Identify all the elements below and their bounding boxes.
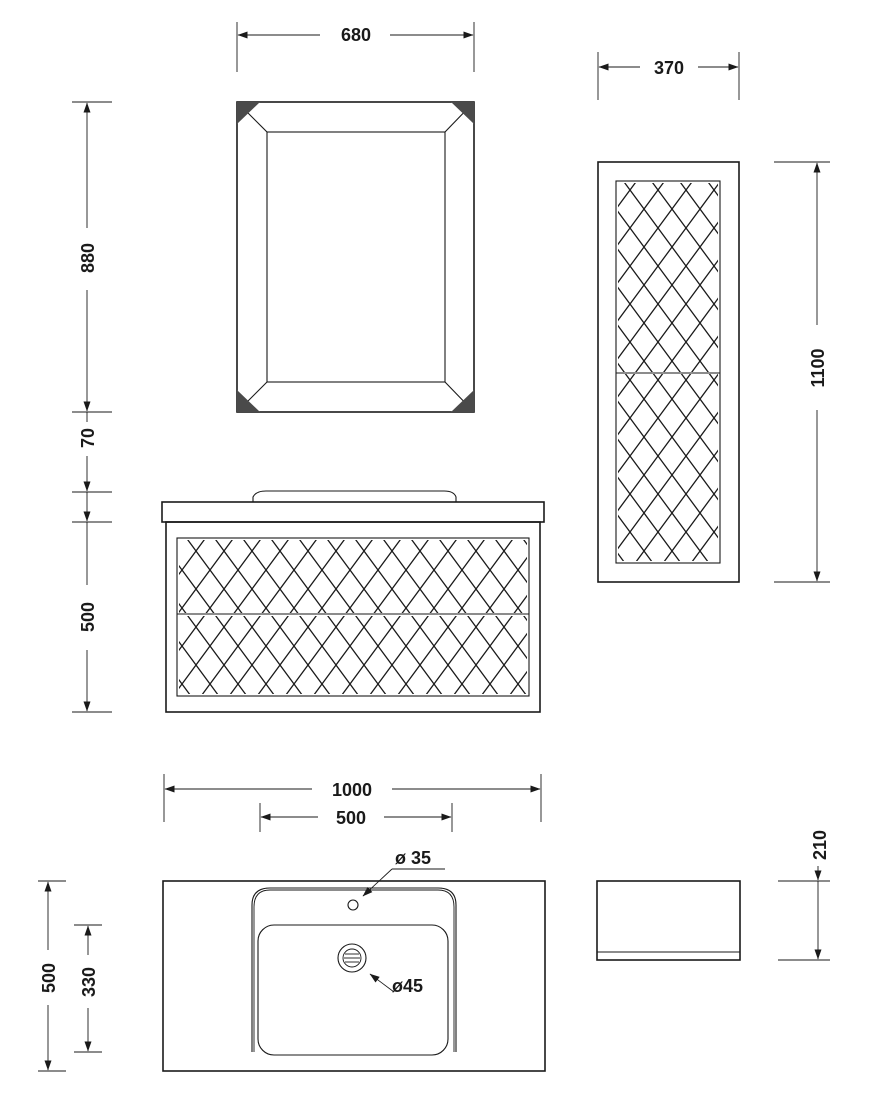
dim-column-width: 370 <box>597 52 740 100</box>
drain-icon <box>337 943 367 973</box>
dim-label: 500 <box>39 963 59 993</box>
dim-left-chain: 880 70 500 <box>72 101 112 713</box>
dim-basin-depth: 500 <box>38 880 66 1072</box>
dim-label: 1100 <box>808 348 828 387</box>
dim-label: 330 <box>79 967 99 997</box>
dim-label: 880 <box>78 243 98 273</box>
dim-label: 680 <box>341 25 371 45</box>
dim-label: 210 <box>810 830 830 860</box>
basin-side-view <box>596 880 741 961</box>
dim-label: 500 <box>336 808 366 828</box>
dim-mirror-width: 680 <box>236 22 475 72</box>
dim-tap-hole: ø 35 <box>362 848 445 897</box>
dim-label: 500 <box>78 602 98 632</box>
dim-column-height: 1100 <box>774 161 830 583</box>
dim-bowl-width: 500 <box>259 803 453 832</box>
tall-column-front-view <box>597 161 740 583</box>
dim-label: 370 <box>654 58 684 78</box>
dim-side-height: 210 <box>778 830 830 961</box>
dim-label: 70 <box>78 428 98 448</box>
dim-drain: ø45 <box>369 973 423 996</box>
dim-label: ø 35 <box>395 848 431 868</box>
dim-label: 1000 <box>332 780 372 800</box>
dim-basin-width: 1000 <box>163 774 542 822</box>
dim-label: ø45 <box>392 976 423 996</box>
mirror-front-view <box>236 101 475 413</box>
tap-hole-icon <box>347 899 359 911</box>
dim-bowl-depth: 330 <box>74 924 102 1053</box>
base-cabinet-front-view <box>161 490 545 713</box>
basin-top-view <box>162 880 546 1072</box>
